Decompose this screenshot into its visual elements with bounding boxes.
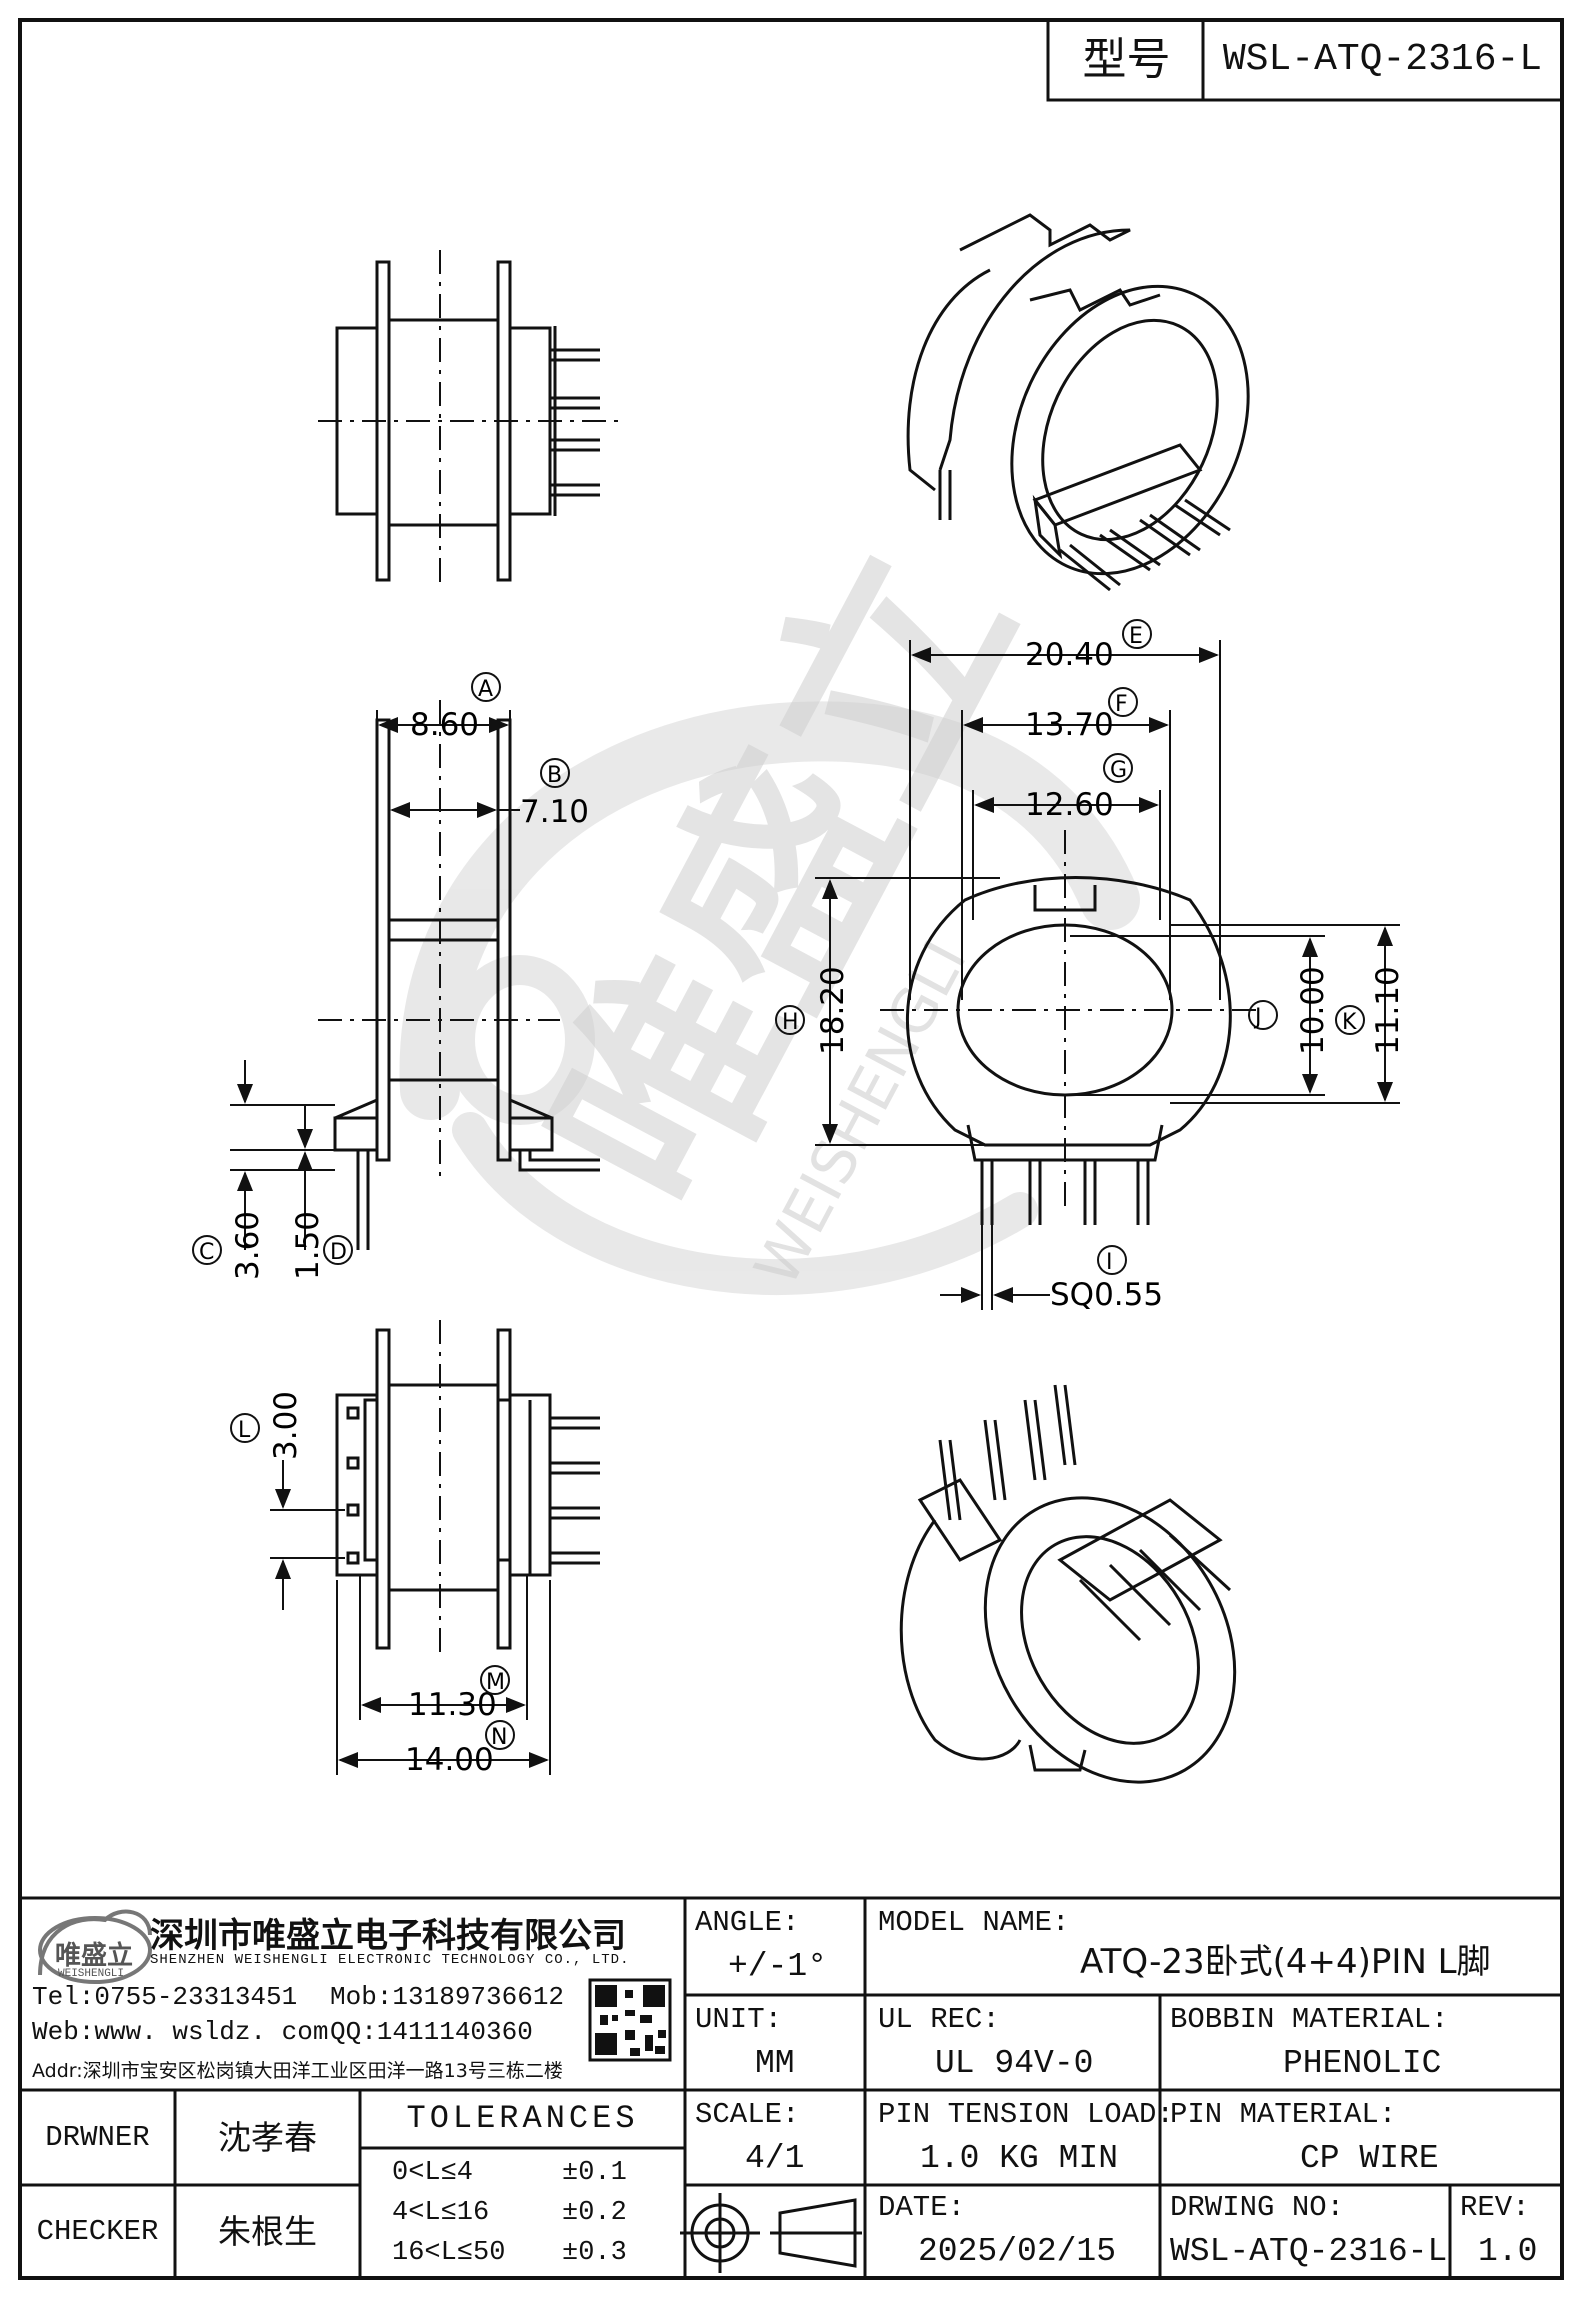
dim-G-value: 12.60: [1025, 787, 1114, 823]
model-name-value: ATQ-23卧式(4+4)PIN L脚: [1080, 1942, 1491, 1982]
dim-H-letter: H: [782, 1010, 799, 1035]
view-bottom: [335, 1328, 600, 1650]
pin-tension-label: PIN TENSION LOAD:: [878, 2098, 1174, 2131]
pin-tension-value: 1.0 KG MIN: [920, 2140, 1119, 2177]
dim-I-letter: I: [1106, 1250, 1113, 1275]
ul-rec-label: UL REC:: [878, 2003, 1000, 2036]
dim-A-value: 8.60: [410, 707, 479, 743]
dim-F-value: 13.70: [1025, 707, 1114, 743]
scale-label: SCALE:: [695, 2098, 800, 2131]
dim-K-letter: K: [1342, 1010, 1357, 1035]
tolerance-row-3-range: 16<L≤50: [392, 2238, 506, 2268]
drawner-label: DRWNER: [45, 2121, 150, 2154]
bobbin-material-value: PHENOLIC: [1283, 2045, 1442, 2082]
company-logo-mark: [38, 1909, 152, 1984]
dim-G-letter: G: [1110, 758, 1127, 783]
drawing-frame: [18, 18, 1564, 2280]
checker-name: 朱根生: [218, 2212, 317, 2251]
company-tel: Tel:0755-23313451: [32, 1982, 298, 2012]
company-address: Addr:深圳市宝安区松岗镇大田洋工业区田洋一路13号三栋二楼: [32, 2060, 563, 2082]
view-iso-top: [906, 213, 1250, 592]
dim-J-value: 10.00: [1295, 966, 1331, 1055]
model-code-value: WSL-ATQ-2316-L: [1222, 38, 1543, 81]
model-code-label: 型号: [1082, 34, 1171, 85]
company-qq: QQ:1411140360: [330, 2017, 533, 2047]
pin-material-label: PIN MATERIAL:: [1170, 2098, 1397, 2131]
dim-N-value: 14.00: [405, 1742, 494, 1778]
tolerance-row-3-tol: ±0.3: [562, 2238, 627, 2268]
tolerance-row-1-tol: ±0.1: [562, 2158, 627, 2188]
dim-K-value: 11.10: [1370, 966, 1406, 1055]
dim-N-letter: N: [491, 1725, 507, 1750]
tolerance-row-1-range: 0<L≤4: [392, 2158, 474, 2188]
dim-H-value: 18.20: [815, 966, 851, 1055]
dim-D-letter: D: [330, 1240, 347, 1265]
title-block-grid: [20, 18, 1564, 2278]
view-front: [906, 876, 1232, 1225]
drawing-no-value: WSL-ATQ-2316-L: [1170, 2233, 1448, 2270]
company-logo-en: WEISHENGLI: [58, 1968, 125, 1980]
dim-M-value: 11.30: [408, 1687, 497, 1723]
company-logo-text: 唯盛立: [55, 1941, 134, 1971]
view-iso-bottom: [899, 1384, 1237, 1784]
angle-label: ANGLE:: [695, 1906, 800, 1939]
angle-value: +/-1°: [728, 1948, 828, 1985]
bobbin-material-label: BOBBIN MATERIAL:: [1170, 2003, 1449, 2036]
dim-C-value: 3.60: [230, 1211, 266, 1280]
date-label: DATE:: [878, 2191, 966, 2224]
drawner-name: 沈孝春: [218, 2118, 317, 2157]
dim-E-letter: E: [1129, 624, 1143, 649]
dim-C-letter: C: [199, 1240, 214, 1265]
rev-value: 1.0: [1478, 2233, 1538, 2270]
tolerance-row-2-tol: ±0.2: [562, 2198, 627, 2228]
dim-L-letter: L: [238, 1418, 251, 1443]
tolerance-row-2-range: 4<L≤16: [392, 2198, 490, 2228]
dim-L-value: 3.00: [268, 1391, 304, 1460]
company-name-en: SHENZHEN WEISHENGLI ELECTRONIC TECHNOLOG…: [150, 1952, 630, 1968]
tolerances-title: TOLERANCES: [406, 2100, 639, 2137]
dim-E-value: 20.40: [1025, 637, 1114, 673]
model-name-label: MODEL NAME:: [878, 1906, 1070, 1939]
qr-code: [588, 1978, 672, 2062]
dim-M-letter: M: [486, 1670, 505, 1695]
dim-F-letter: F: [1115, 692, 1128, 717]
dim-B-letter: B: [547, 763, 562, 788]
company-mob: Mob:13189736612: [330, 1982, 565, 2012]
checker-label: CHECKER: [36, 2215, 159, 2248]
dim-I-value: SQ0.55: [1050, 1277, 1163, 1313]
scale-value: 4/1: [745, 2140, 805, 2177]
dim-J-letter: J: [1253, 1005, 1262, 1030]
company-name-cn: 深圳市唯盛立电子科技有限公司: [150, 1916, 626, 1956]
rev-label: REV:: [1460, 2191, 1530, 2224]
dim-A-letter: A: [478, 677, 493, 702]
dim-D-value: 1.50: [290, 1211, 326, 1280]
drawing-no-label: DRWING NO:: [1170, 2191, 1345, 2224]
unit-value: MM: [755, 2045, 795, 2082]
ul-rec-value: UL 94V-0: [935, 2045, 1094, 2082]
date-value: 2025/02/15: [918, 2233, 1117, 2270]
dim-B-value: 7.10: [520, 794, 589, 830]
projection-symbol: [680, 2193, 862, 2273]
unit-label: UNIT:: [695, 2003, 783, 2036]
pin-material-value: CP WIRE: [1300, 2140, 1439, 2177]
company-web: Web:www. wsldz. com: [32, 2017, 329, 2047]
